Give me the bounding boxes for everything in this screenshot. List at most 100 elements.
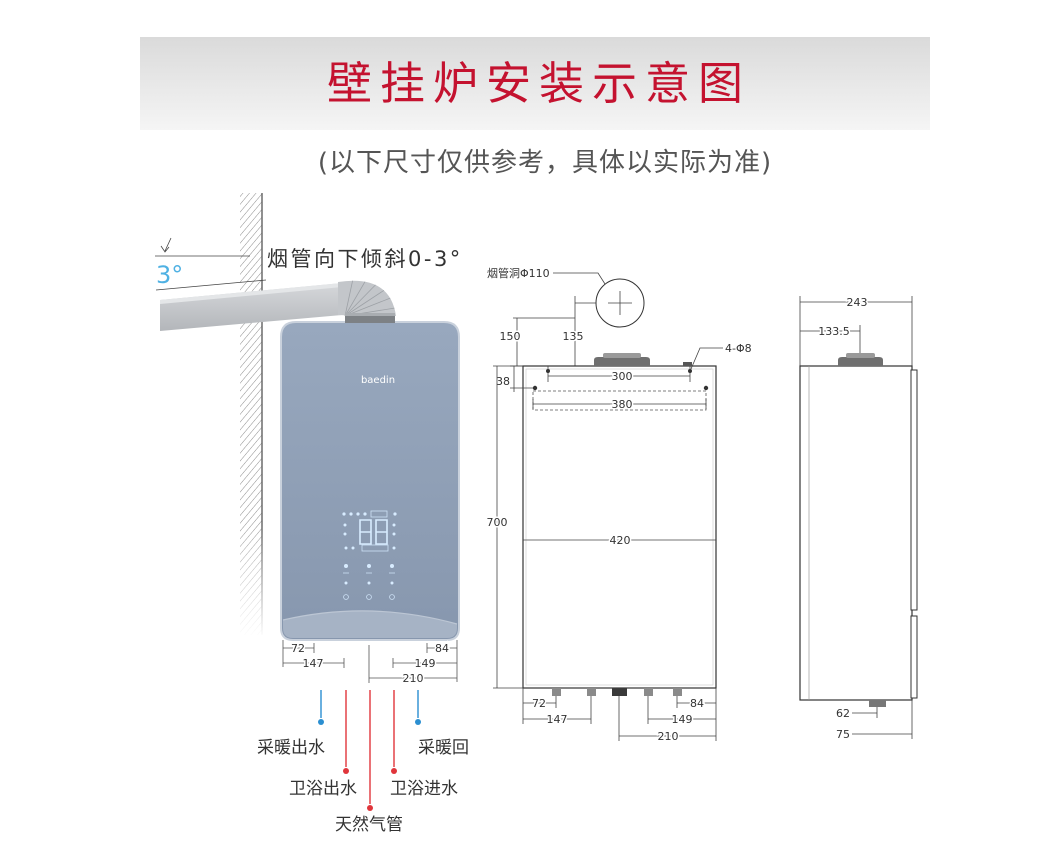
- dimension-lines: [283, 647, 457, 679]
- heating-outlet-dot: [318, 719, 324, 725]
- heart-icon: [351, 546, 355, 550]
- dimension-lines: [532, 399, 707, 409]
- slope-angle-indicator: 3°: [155, 237, 267, 291]
- mounting-holes-leader: [690, 347, 723, 370]
- time-digit-display: [361, 544, 389, 552]
- status-icon: [349, 512, 353, 516]
- flue-pipe-straight: [160, 283, 342, 331]
- wifi-icon: [342, 512, 346, 516]
- touch-key-icon: [344, 564, 348, 568]
- side-dimension-view: 243 133.5 62 75: [799, 295, 918, 743]
- menu-key-icon: [366, 594, 372, 600]
- boiler-body: [280, 321, 460, 641]
- touch-key-icon: [390, 581, 394, 585]
- dimension-label: 380: [612, 398, 633, 411]
- flue-elbow-ridges: [344, 280, 395, 317]
- flue-outlet-cap: [838, 357, 883, 366]
- front-inner-outline: [525, 368, 714, 686]
- dimension-label: 210: [403, 672, 424, 685]
- mounting-hole: [546, 369, 550, 373]
- front-cover-edge: [910, 369, 918, 611]
- flue-elbow: [338, 280, 396, 316]
- status-icon: [393, 512, 397, 516]
- dimension-label: 133.5: [818, 325, 850, 338]
- mounting-hole: [532, 385, 538, 391]
- dimension-label: 38: [496, 375, 510, 388]
- water-inlet-dot: [391, 768, 397, 774]
- dimension-label: 300: [612, 370, 633, 383]
- dimension-label: 420: [610, 534, 631, 547]
- status-icon: [363, 512, 367, 516]
- mode-icon: [343, 532, 347, 536]
- heating-outlet-label: 采暖出水: [257, 738, 325, 758]
- left-installation-view: 3° 烟管向下倾斜0-3° baedin: [155, 193, 469, 835]
- boiler-bottom-curve: [282, 610, 458, 625]
- dimension-label: 147: [303, 657, 324, 670]
- dimension-label: 150: [500, 330, 521, 343]
- digit-segment: [375, 519, 388, 545]
- gas-pipe-label: 天然气管: [335, 815, 403, 835]
- dimension-label: 84: [435, 642, 449, 655]
- gas-pipe-dot: [367, 805, 373, 811]
- gas-connector: [612, 688, 627, 696]
- water-inlet-label: 卫浴进水: [390, 779, 458, 799]
- dimension-lines: [547, 366, 691, 382]
- touch-key-icon: [390, 564, 394, 568]
- dimension-label: 700: [487, 516, 508, 529]
- display-panel: [342, 510, 397, 600]
- boiler-front: baedin: [280, 321, 460, 641]
- front-dimension-view: 烟管洞Φ110 150 135 300 4-Φ8 38 380 700 420: [485, 266, 752, 745]
- dimension-label: 149: [672, 713, 693, 726]
- brand-logo: baedin: [361, 375, 395, 386]
- dimension-label: 75: [836, 728, 850, 741]
- flue-hole-label: 烟管洞Φ110: [487, 266, 550, 280]
- flue-outlet-top: [603, 353, 641, 358]
- page-title: 壁挂炉安装示意图: [326, 57, 751, 110]
- status-icon: [392, 546, 396, 550]
- disclaimer-subtitle: (以下尺寸仅供参考，具体以实际为准): [317, 148, 773, 178]
- hot-water-outlet-dot: [343, 768, 349, 774]
- digit-segment: [359, 519, 372, 545]
- connector: [552, 688, 561, 696]
- mounting-holes-label: 4-Φ8: [725, 342, 752, 355]
- connector-dimension-lines: [852, 700, 913, 739]
- dimension-label: 243: [847, 296, 868, 309]
- mode-icon: [343, 523, 347, 527]
- title-banner: 壁挂炉安装示意图: [140, 37, 930, 130]
- flue-collar-highlight: [345, 313, 395, 316]
- bottom-connectors: [552, 688, 682, 696]
- flue-outlet-cap: [594, 357, 650, 366]
- front-outline: [522, 365, 717, 689]
- wall-fade: [236, 525, 266, 638]
- dimension-label: 72: [291, 642, 305, 655]
- flue-slope-note: 烟管向下倾斜0-3°: [267, 247, 463, 271]
- extension-lines: [522, 688, 717, 741]
- flue-hole-crosshair: [608, 291, 632, 315]
- touch-key-icon: [367, 581, 371, 585]
- flue-hole: 烟管洞Φ110: [487, 266, 645, 328]
- slope-angle-label: 3°: [156, 261, 183, 289]
- flue-offset-lines: [800, 325, 861, 357]
- flue-collar: [345, 313, 395, 323]
- touch-key-icon: [367, 564, 371, 568]
- dimension-label: 149: [415, 657, 436, 670]
- touch-key-icon: [344, 581, 348, 585]
- settings-key-icon: [389, 594, 395, 600]
- power-key-icon: [343, 594, 349, 600]
- slope-reference-line: [155, 279, 267, 291]
- dimension-label: 147: [547, 713, 568, 726]
- heating-return-dot: [415, 719, 421, 725]
- dimension-label: 84: [690, 697, 704, 710]
- flue-pipe: [160, 280, 396, 331]
- left-view-dimensions: 72 84 147 149 210: [282, 640, 458, 687]
- wall: [236, 193, 266, 638]
- dimension-label: 72: [532, 697, 546, 710]
- heating-return-label: 采暖回: [418, 738, 469, 758]
- flue-hole-leader: [553, 272, 606, 285]
- dimension-lines: [523, 702, 716, 737]
- height-dimension-lines: [493, 365, 523, 689]
- small-digit-display: [370, 510, 388, 518]
- unit-icon: [392, 523, 396, 527]
- flame-icon: [344, 546, 348, 550]
